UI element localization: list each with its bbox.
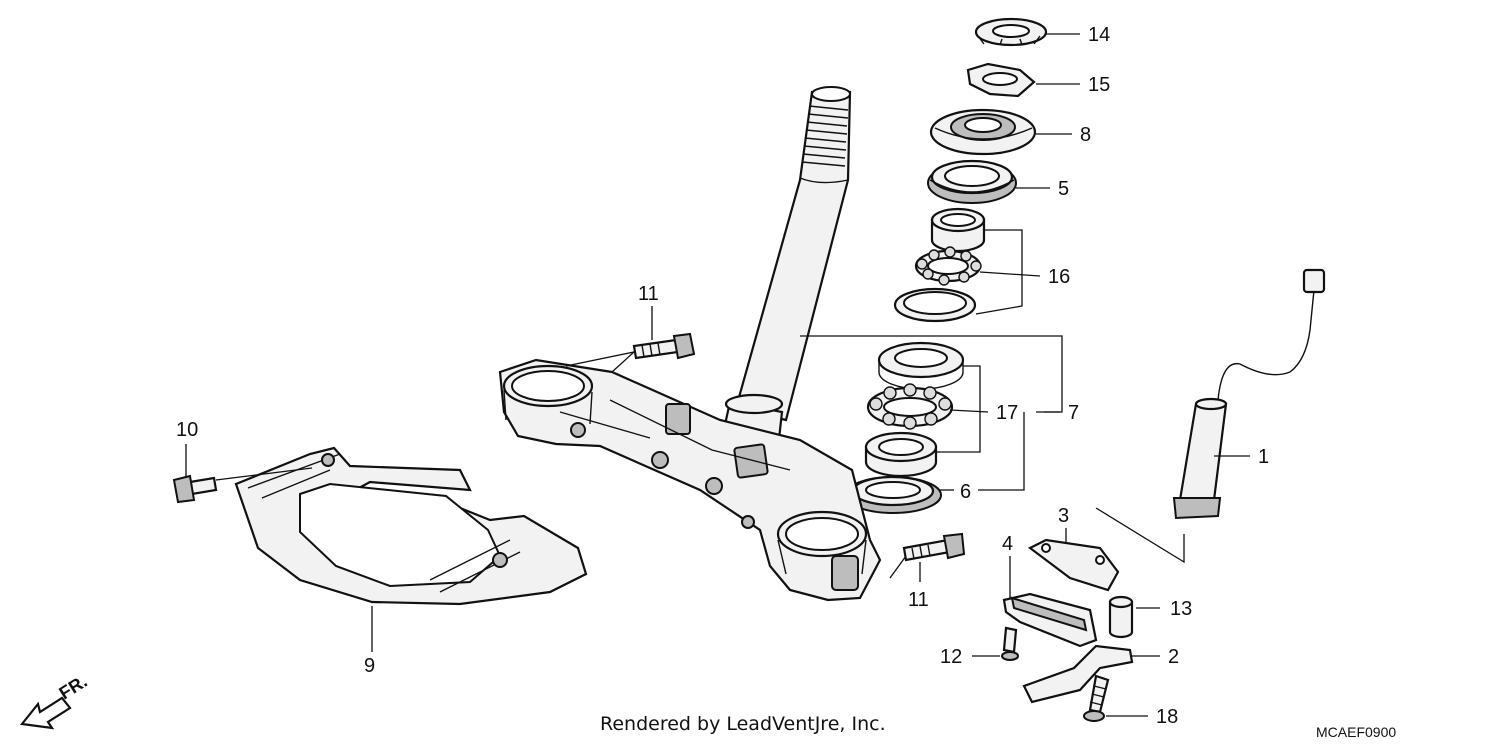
- part-16-upper-bearing-set: [893, 207, 986, 323]
- callout-2: 2: [1168, 646, 1179, 668]
- part-8-adjusting-nut: [929, 108, 1037, 156]
- part-2-stay: [1022, 644, 1134, 704]
- part-4-holder: [1002, 592, 1098, 648]
- part-12-screw: [1001, 626, 1019, 661]
- part-18-bolt: [1083, 674, 1110, 722]
- part-11-pinch-bolt-lower: [902, 532, 966, 562]
- callout-17: 17: [996, 402, 1018, 424]
- part-15-lock-washer: [966, 62, 1036, 98]
- part-1-sensor: [1172, 268, 1326, 520]
- callout-13: 13: [1170, 598, 1192, 620]
- callout-4: 4: [1002, 533, 1013, 555]
- callout-1: 1: [1258, 446, 1269, 468]
- callout-11-upper: 11: [638, 283, 659, 305]
- part-13-collar: [1108, 595, 1134, 639]
- part-14-lock-nut: [974, 17, 1048, 47]
- callout-8: 8: [1080, 124, 1091, 146]
- callout-5: 5: [1058, 178, 1069, 200]
- part-7-steering-stem-bracket: [498, 86, 882, 602]
- callout-18: 18: [1156, 706, 1178, 728]
- callout-11-lower: 11: [908, 589, 929, 611]
- callout-7: 7: [1068, 402, 1079, 424]
- part-9-stem-cover: [234, 446, 588, 606]
- callout-14: 14: [1088, 24, 1110, 46]
- part-5-dust-seal: [927, 159, 1017, 204]
- part-3-bracket-plate: [1027, 538, 1120, 592]
- part-10-bolt: [172, 474, 218, 504]
- callout-9: 9: [364, 655, 375, 677]
- leader-lines: [185, 33, 1250, 717]
- part-11-pinch-bolt-upper: [632, 332, 696, 360]
- callout-16: 16: [1048, 266, 1070, 288]
- callout-6: 6: [960, 481, 971, 503]
- callout-10: 10: [176, 419, 198, 441]
- part-17-lower-bearing-set: [864, 341, 965, 478]
- diagram-code: MCAEF0900: [1316, 724, 1396, 740]
- render-credit: Rendered by LeadVentJre, Inc.: [600, 713, 886, 735]
- callout-15: 15: [1088, 74, 1110, 96]
- callout-12: 12: [940, 646, 962, 668]
- callout-3: 3: [1058, 505, 1069, 527]
- front-arrow-icon: [19, 696, 72, 730]
